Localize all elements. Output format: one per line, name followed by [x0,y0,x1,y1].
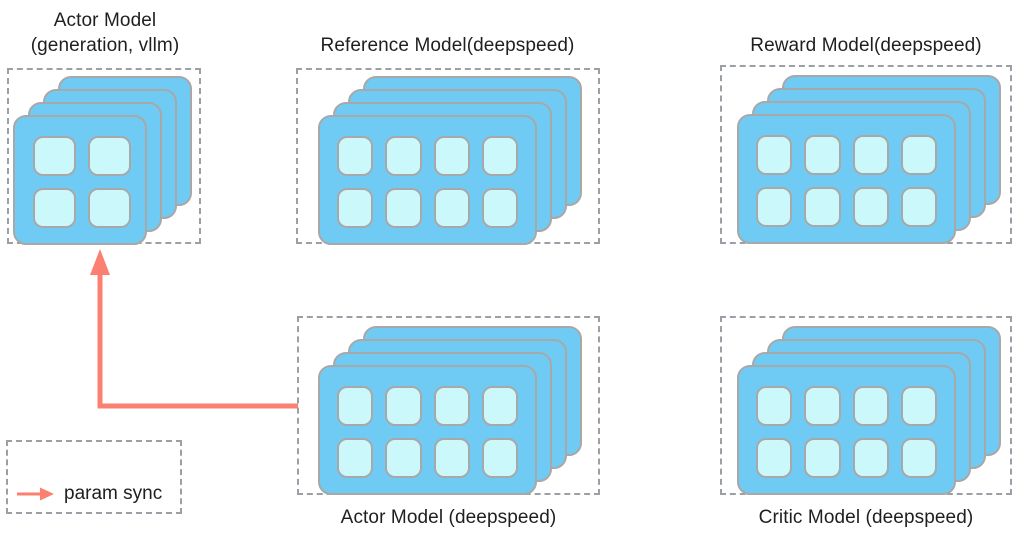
stack-layer-1-front [13,115,147,245]
tile [804,386,841,426]
tile [88,136,131,176]
card-stack-actor-deepspeed [297,316,600,495]
tile [481,438,518,478]
tile [385,438,422,478]
tile [900,386,937,426]
tile [433,438,470,478]
group-label-actor-vllm: Actor Model (generation, vllm) [30,10,180,56]
tile [852,187,889,227]
card-stack-actor-vllm [7,68,201,245]
tile [337,438,374,478]
tile [33,188,76,228]
tile-grid [33,136,131,228]
tile [900,135,937,175]
tile [900,438,937,478]
group-label-critic: Critic Model (deepspeed) [758,507,974,528]
tile-grid [756,386,937,478]
group-reference-model[interactable] [296,68,600,245]
tile [756,187,793,227]
tile [852,386,889,426]
tile [481,136,518,176]
tile [900,187,937,227]
tile [337,386,374,426]
tile [852,135,889,175]
card-stack-reward [720,65,1012,244]
stack-layer-1-front [737,114,956,244]
param-sync-arrow-path [97,265,298,409]
tile [88,188,131,228]
arrow-right-icon [17,487,54,501]
tile [385,188,422,228]
group-label-reference: Reference Model(deepspeed) [320,35,575,56]
tile [433,386,470,426]
tile [804,438,841,478]
tile [804,135,841,175]
tile [337,136,374,176]
tile [852,438,889,478]
tile-grid [337,136,518,228]
legend-dashed-border [6,440,182,514]
stack-layer-1-front [318,365,537,495]
tile [804,187,841,227]
tile [433,188,470,228]
tile [433,136,470,176]
tile-grid [756,135,937,227]
group-actor-model-deepspeed[interactable] [297,316,600,495]
tile [481,188,518,228]
legend-label-param-sync: param sync [64,483,163,504]
stack-layer-1-front [318,115,537,245]
group-reward-model[interactable] [720,65,1012,244]
card-stack-critic [720,316,1012,495]
tile-grid [337,386,518,478]
group-critic-model[interactable] [720,316,1012,495]
param-sync-arrow-head [90,249,110,275]
tile [756,135,793,175]
tile [33,136,76,176]
tile [385,386,422,426]
tile [385,136,422,176]
legend: param sync [6,440,182,514]
tile [756,438,793,478]
group-label-actor-deepspeed: Actor Model (deepspeed) [340,507,557,528]
group-actor-model-vllm[interactable] [7,68,201,245]
card-stack-reference [296,68,600,245]
tile [481,386,518,426]
tile [337,188,374,228]
tile [756,386,793,426]
group-label-reward: Reward Model(deepspeed) [750,35,982,56]
stack-layer-1-front [737,365,956,495]
